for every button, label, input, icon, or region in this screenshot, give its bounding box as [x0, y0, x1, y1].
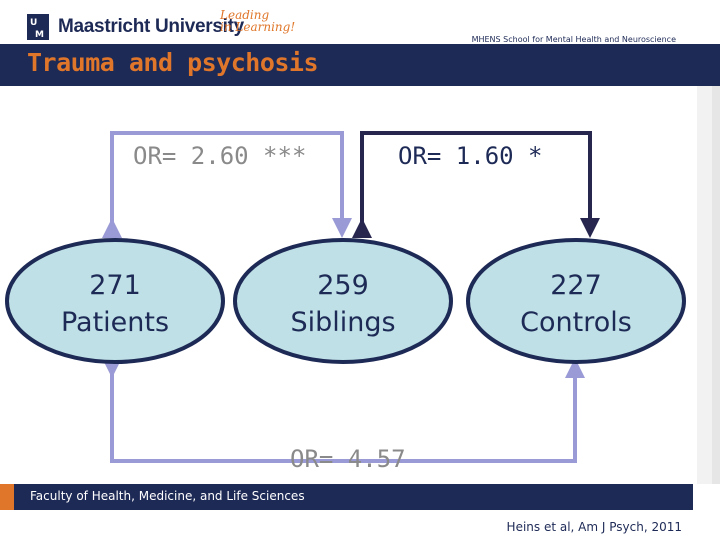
header: U M Maastricht University Leading in Lea… — [0, 0, 720, 44]
slogan-line-1: Leading — [220, 8, 270, 22]
side-strip — [712, 86, 720, 484]
svg-text:U: U — [30, 18, 37, 28]
connector-patients-controls — [102, 358, 585, 463]
citation: Heins et al, Am J Psych, 2011 — [506, 520, 682, 534]
node-label-patients: 271 Patients — [60, 270, 170, 338]
title-band — [0, 44, 720, 86]
slogan: Leading in Learning! — [220, 9, 295, 33]
node-controls — [466, 238, 686, 364]
logo-text: Maastricht University — [58, 16, 244, 37]
or-label-siblings-controls: OR= 1.60 * — [398, 142, 543, 170]
faculty-name: Faculty of Health, Medicine, and Life Sc… — [30, 489, 305, 503]
school-name: MHENS School for Mental Health and Neuro… — [471, 35, 676, 44]
university-logo-icon: U M — [27, 14, 49, 40]
connector-patients-siblings — [102, 131, 352, 238]
svg-text:M: M — [35, 30, 44, 40]
slide-title: Trauma and psychosis — [27, 48, 319, 77]
or-label-patients-controls: OR= 4.57 — [290, 445, 406, 473]
node-siblings — [233, 238, 453, 364]
or-label-patients-siblings: OR= 2.60 *** — [133, 142, 307, 170]
node-label-controls: 227 Controls — [520, 270, 632, 338]
node-label-siblings: 259 Siblings — [290, 270, 396, 338]
footer-accent — [0, 484, 14, 510]
node-patients — [5, 238, 225, 364]
footer-band — [0, 484, 693, 510]
slogan-line-2: in Learning! — [220, 20, 296, 34]
connector-siblings-controls — [352, 131, 600, 238]
